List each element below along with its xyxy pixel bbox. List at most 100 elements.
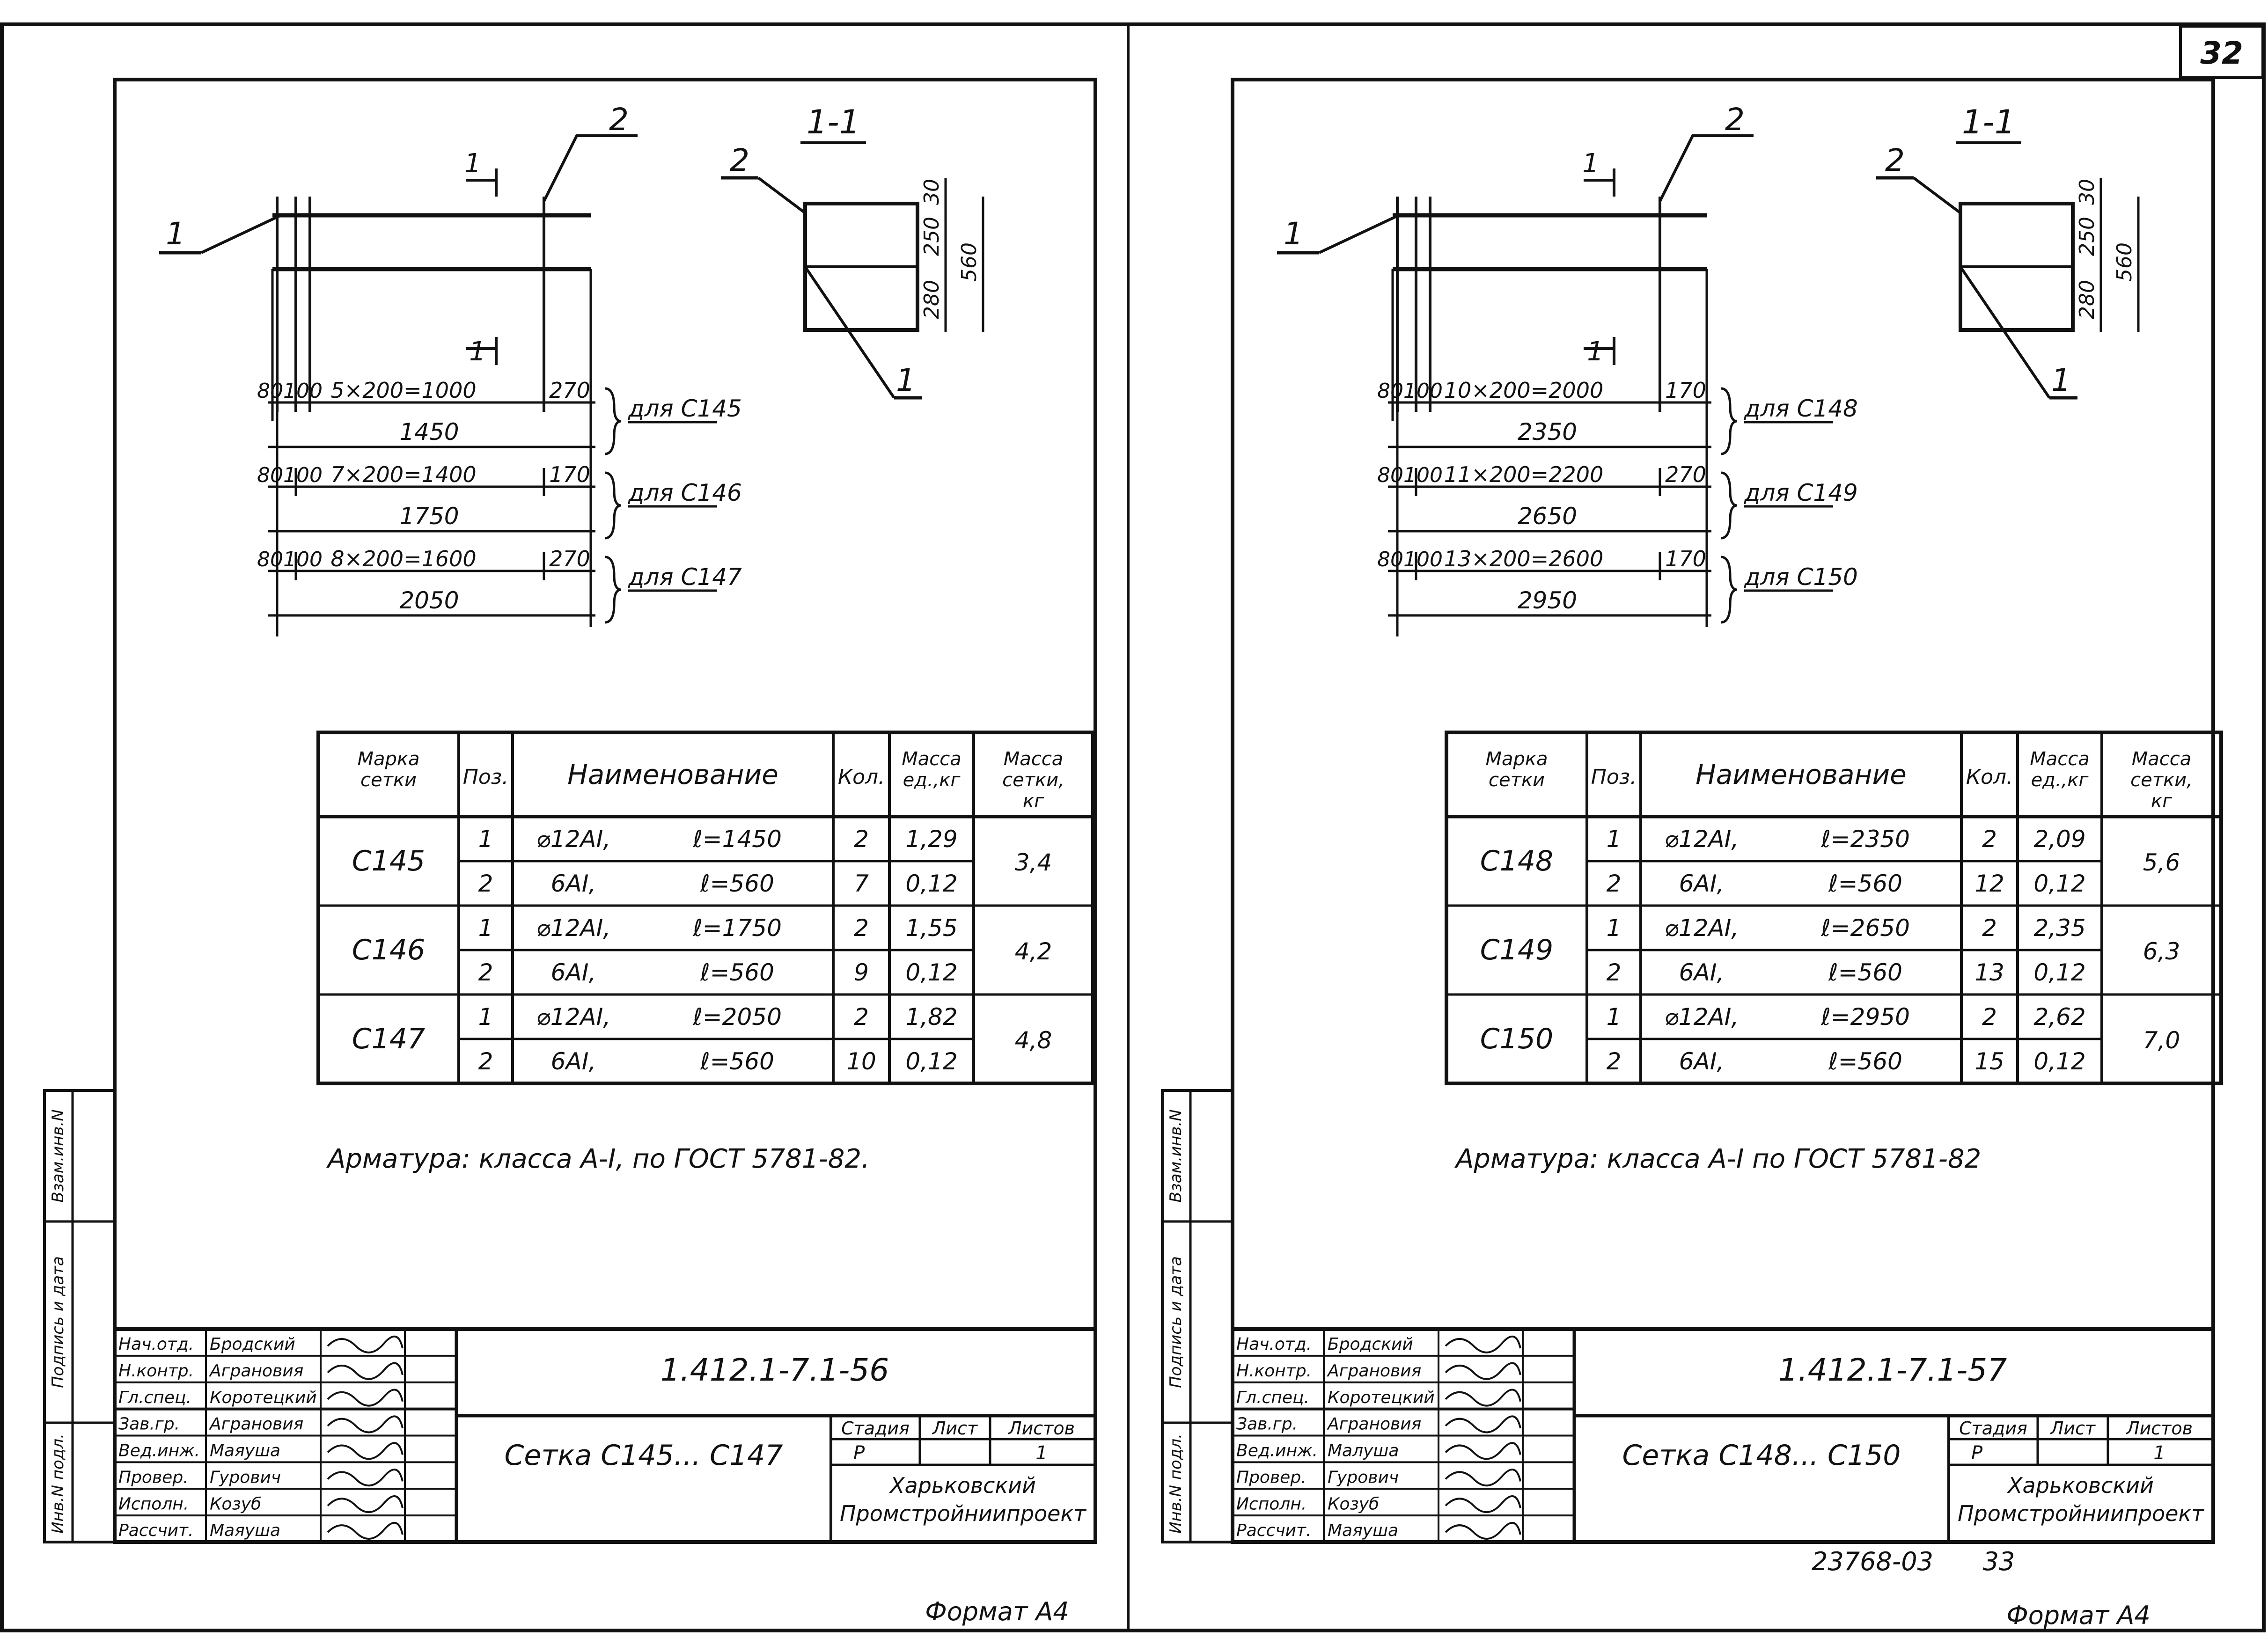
outer-page-border	[0, 22, 2266, 1632]
table-unit-mass: 2,62	[2033, 1003, 2085, 1031]
people-role: Вед.инж.	[118, 1441, 200, 1461]
table-name: ⌀12АI,	[536, 914, 611, 942]
table-length: ℓ=2950	[1820, 1003, 1910, 1031]
people-name: Аграновия	[209, 1361, 303, 1381]
table-header-cell: Масса	[1004, 748, 1064, 770]
table-name: 6АI,	[1679, 870, 1725, 897]
table-length: ℓ=2350	[1820, 826, 1910, 853]
dim-note: для С145	[628, 395, 742, 422]
section-dim: 30	[2075, 179, 2099, 205]
callout-2: 2	[609, 102, 629, 138]
dim-text: 8×200=1600	[330, 546, 476, 571]
side-label: Инв.N подл.	[1167, 1433, 1185, 1534]
table-qty: 12	[1974, 870, 2004, 897]
cut-mark-top: 1	[464, 148, 481, 179]
dim-total: 2350	[1518, 418, 1577, 446]
signature-mark	[1445, 1469, 1521, 1487]
section-leader-1	[804, 266, 895, 399]
table-header-cell: сетки	[1489, 769, 1545, 791]
dim-note: для С149	[1744, 479, 1858, 506]
stamp-org-line1: Харьковский	[2007, 1473, 2154, 1498]
dim-text: 100	[283, 548, 323, 571]
cut-mark-bottom: 1	[1587, 336, 1604, 367]
people-role: Исполн.	[118, 1494, 189, 1514]
table-qty: 2	[1982, 1003, 1997, 1031]
callout-1: 1	[166, 216, 185, 252]
dim-total: 2050	[399, 587, 459, 614]
reinforcement-note: Арматура: класса А-I, по ГОСТ 5781-82.	[326, 1144, 870, 1174]
leader-2	[543, 134, 638, 202]
table-unit-mass: 1,29	[905, 826, 957, 853]
table-unit-mass: 0,12	[905, 870, 957, 897]
stamp-stage: Р	[853, 1442, 865, 1464]
table-header-cell: Кол.	[1966, 765, 2013, 789]
table-pos: 2	[1607, 959, 1622, 986]
table-header-cell: сетки	[360, 769, 417, 791]
table-total-mass: 4,8	[1015, 1027, 1052, 1054]
table-qty: 13	[1974, 959, 2004, 986]
side-strip	[43, 1089, 116, 1543]
leader-1	[200, 214, 282, 254]
table-length: ℓ=560	[1828, 1048, 1902, 1075]
dim-text: 5×200=1000	[330, 378, 476, 403]
table-qty: 15	[1974, 1048, 2004, 1075]
table-length: ℓ=2050	[692, 1003, 782, 1031]
title-block: Нач.отд.БродскийН.контр.АграновияГл.спец…	[115, 1327, 1095, 1542]
people-name: Аграновия	[1327, 1361, 1421, 1381]
page-number-box	[2179, 25, 2264, 79]
table-mark: С148	[1480, 845, 1553, 878]
stamp-org-line2: Промстройниипроект	[1958, 1501, 2204, 1526]
table-header-cell: Марка	[357, 748, 419, 770]
stamp-sheets-label: Листов	[2125, 1418, 2193, 1439]
table-qty: 2	[854, 826, 869, 853]
side-label: Взам.инв.N	[49, 1109, 67, 1202]
signature-mark	[1445, 1495, 1521, 1514]
table-qty: 9	[854, 959, 869, 986]
people-name: Аграновия	[1327, 1415, 1421, 1434]
table-mark: С150	[1480, 1023, 1553, 1055]
people-role: Рассчит.	[118, 1521, 193, 1540]
table-qty: 2	[854, 914, 869, 942]
table-pos: 1	[1607, 1003, 1622, 1031]
table-length: ℓ=1750	[692, 914, 782, 942]
stamp-org-line1: Харьковский	[889, 1473, 1036, 1498]
dim-brace	[1720, 471, 1738, 540]
dim-text: 80	[1377, 463, 1403, 487]
dim-total: 1750	[399, 503, 459, 530]
document-title: Сетка С148... С150	[1622, 1439, 1901, 1472]
table-header-cell: ед.,кг	[903, 769, 961, 791]
people-role: Зав.гр.	[1236, 1415, 1298, 1434]
people-role: Нач.отд.	[118, 1335, 194, 1354]
dim-text: 100	[283, 379, 323, 403]
signature-mark	[327, 1389, 404, 1407]
dim-brace	[604, 387, 622, 455]
stamp-stage: Р	[1971, 1442, 1983, 1464]
people-role: Гл.спец.	[118, 1388, 191, 1407]
table-qty: 2	[854, 1003, 869, 1031]
table-name: ⌀12АI,	[1665, 1003, 1739, 1031]
dim-text: 7×200=1400	[330, 462, 476, 487]
people-role: Рассчит.	[1236, 1521, 1311, 1540]
table-total-mass: 5,6	[2143, 849, 2180, 876]
dim-note: для С147	[628, 563, 742, 591]
table-unit-mass: 1,55	[905, 914, 957, 942]
table-header-cell: Наименование	[567, 759, 778, 790]
table-header-cell: Кол.	[838, 765, 885, 789]
dim-text: 80	[1377, 548, 1403, 571]
signature-mark	[327, 1469, 404, 1487]
table-length: ℓ=1450	[692, 826, 782, 853]
section-dim: 30	[920, 179, 944, 205]
people-role: Н.контр.	[118, 1361, 194, 1381]
callout-2: 2	[1725, 102, 1745, 138]
table-length: ℓ=560	[1828, 870, 1902, 897]
table-name: 6АI,	[551, 1048, 596, 1075]
table-qty: 10	[846, 1048, 876, 1075]
table-header-cell: сетки,	[1002, 769, 1064, 791]
dim-text: 270	[549, 378, 590, 403]
table-qty: 2	[1982, 914, 1997, 942]
title-block: Нач.отд.БродскийН.контр.АграновияГл.спец…	[1233, 1327, 2213, 1542]
